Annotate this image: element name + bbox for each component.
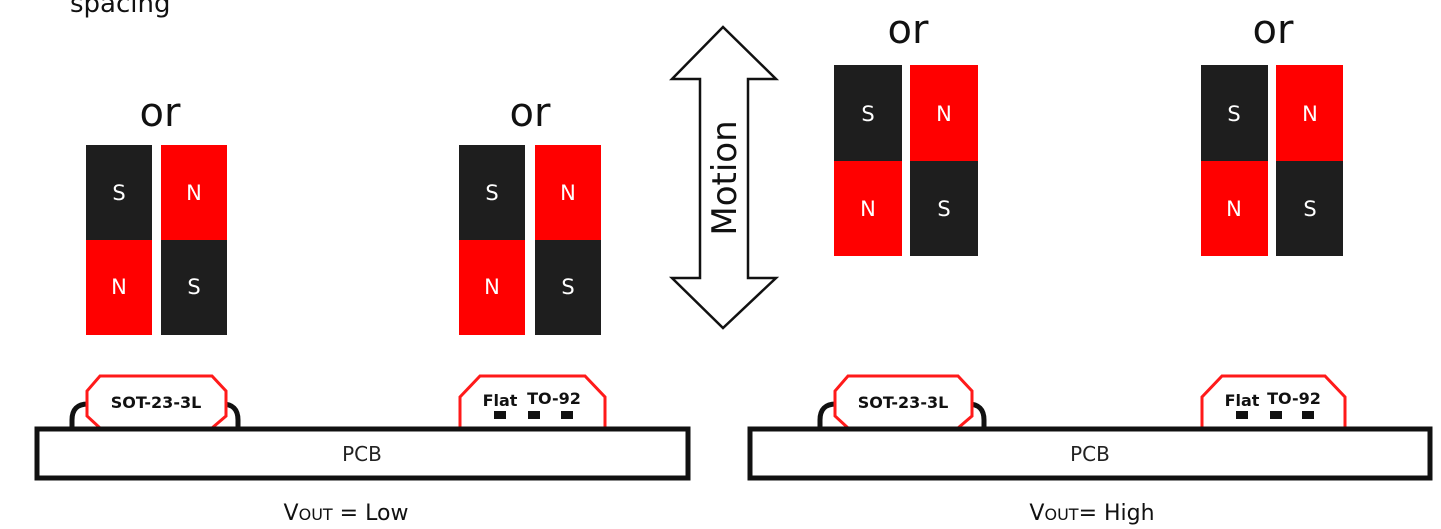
- magnet-pole-north: [535, 145, 601, 240]
- or-label-3: or: [888, 7, 929, 53]
- package-pin: [1270, 411, 1282, 419]
- pole-label: S: [561, 275, 574, 299]
- magnet-pole-south: [86, 145, 152, 240]
- package-label: SOT-23-3L: [858, 393, 949, 412]
- pole-label: N: [186, 181, 202, 205]
- heading-fragment: spacing: [70, 0, 170, 19]
- pole-label: N: [111, 275, 127, 299]
- motion-arrow: Motion: [668, 25, 780, 330]
- to92-package-right: Flat TO-92: [1200, 374, 1347, 430]
- pole-label: S: [187, 275, 200, 299]
- magnet-pole-north: [1276, 65, 1343, 161]
- motion-label: Motion: [705, 120, 745, 235]
- double-arrow-icon: [668, 25, 780, 330]
- package-lead: [817, 401, 837, 428]
- vout-prefix: V: [1029, 501, 1044, 526]
- magnet-pole-south: [161, 240, 227, 335]
- sot-23-package-left: SOT-23-3L: [69, 374, 241, 430]
- package-pin: [1236, 411, 1248, 419]
- magnet-pole-south: [834, 65, 902, 161]
- pole-label: S: [1227, 102, 1240, 126]
- pole-label: S: [112, 181, 125, 205]
- magnet-pole-north: [459, 240, 525, 335]
- pole-label: N: [860, 197, 876, 221]
- magnet-pole-south: [535, 240, 601, 335]
- package-label-word2: TO-92: [527, 389, 581, 408]
- package-label-word1: Flat: [1225, 391, 1260, 410]
- magnet-pole-south: [1276, 161, 1343, 256]
- pole-label: S: [861, 102, 874, 126]
- or-label-4: or: [1253, 7, 1294, 53]
- pole-label: S: [1303, 197, 1316, 221]
- sot-23-package-right: SOT-23-3L: [817, 374, 987, 430]
- or-label-1: or: [140, 90, 181, 136]
- package-pin: [494, 411, 506, 419]
- output-caption-high: VOUT= High: [1029, 501, 1154, 526]
- magnet-pole-south: [910, 161, 978, 256]
- to92-package-left: Flat TO-92: [458, 374, 607, 430]
- vout-subscript: OUT: [299, 505, 333, 524]
- magnet-pole-north: [910, 65, 978, 161]
- package-label-word2: TO-92: [1267, 389, 1321, 408]
- magnet-pole-north: [1201, 161, 1268, 256]
- magnet-pole-south: [459, 145, 525, 240]
- pole-label: N: [1302, 102, 1318, 126]
- pole-label: S: [937, 197, 950, 221]
- vout-prefix: V: [284, 501, 299, 526]
- pole-label: N: [936, 102, 952, 126]
- pole-label: N: [1226, 197, 1242, 221]
- pole-label: S: [485, 181, 498, 205]
- package-pin: [561, 411, 573, 419]
- package-pin: [528, 411, 540, 419]
- pcb-board-left: [34, 426, 691, 481]
- package-label: SOT-23-3L: [111, 393, 202, 412]
- output-caption-low: VOUT = Low: [284, 501, 409, 526]
- magnet-pair-4: or S N N S: [1201, 7, 1343, 256]
- package-label-word1: Flat: [483, 391, 518, 410]
- pcb-board-right: [747, 426, 1433, 481]
- magnet-pair-1: or S N N S: [86, 90, 227, 335]
- pole-label: N: [484, 275, 500, 299]
- magnet-pair-3: or S N N S: [834, 7, 978, 256]
- pcb-label-right: PCB: [1070, 442, 1110, 466]
- vout-value: = High: [1079, 501, 1155, 526]
- magnet-pole-south: [1201, 65, 1268, 161]
- magnet-pole-north: [834, 161, 902, 256]
- magnet-pole-north: [86, 240, 152, 335]
- package-pin: [1302, 411, 1314, 419]
- vout-value: = Low: [333, 501, 409, 526]
- magnet-pole-north: [161, 145, 227, 240]
- magnet-pair-2: or S N N S: [459, 90, 601, 335]
- pole-label: N: [560, 181, 576, 205]
- or-label-2: or: [510, 90, 551, 136]
- pcb-label-left: PCB: [342, 442, 382, 466]
- package-lead: [69, 401, 89, 428]
- vout-subscript: OUT: [1044, 505, 1078, 524]
